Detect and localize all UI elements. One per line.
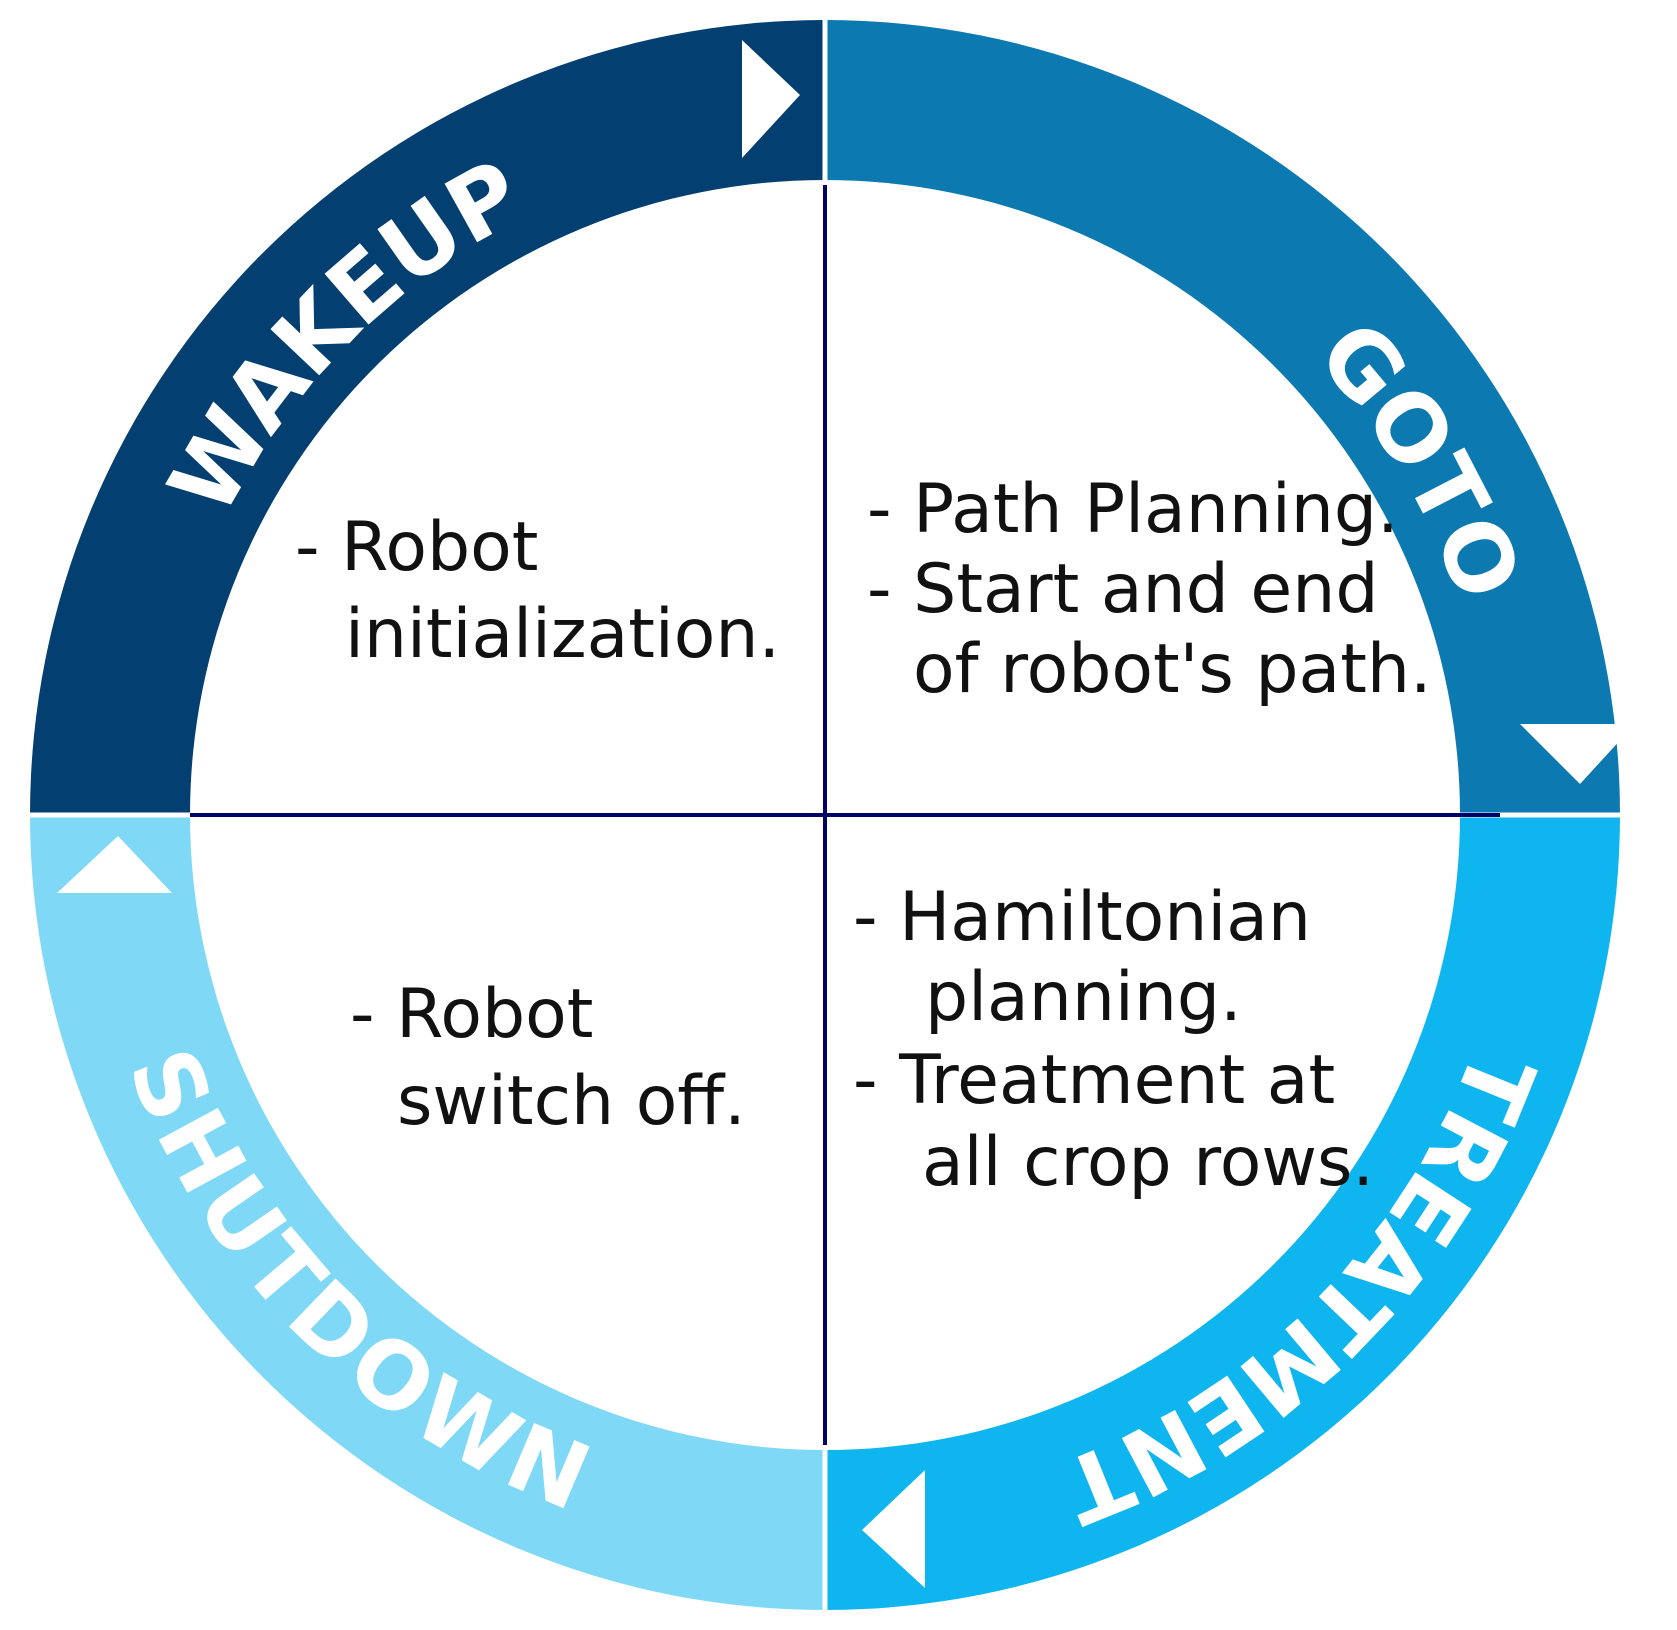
description-line: - Hamiltonian bbox=[853, 878, 1311, 957]
description-line: - Start and end bbox=[867, 550, 1379, 629]
treatment-description: - Hamiltonian planning. - Treatment at a… bbox=[853, 878, 1374, 1202]
wakeup-description: - Robot initialization. bbox=[295, 508, 780, 674]
arrow-right-icon bbox=[742, 40, 800, 158]
shutdown-description: - Robot switch off. bbox=[350, 975, 746, 1141]
shutdown-ring-segment bbox=[30, 815, 825, 1610]
description-line: - Robot bbox=[295, 508, 538, 587]
arrow-left-icon bbox=[862, 1470, 925, 1588]
description-line: all crop rows. bbox=[922, 1123, 1374, 1202]
description-line: - Treatment at bbox=[853, 1041, 1335, 1120]
goto-description: - Path Planning. - Start and end of robo… bbox=[867, 470, 1432, 709]
description-line: initialization. bbox=[345, 595, 780, 674]
description-line: of robot's path. bbox=[913, 630, 1432, 709]
description-line: - Path Planning. bbox=[867, 470, 1399, 549]
arrow-down-icon bbox=[1520, 724, 1635, 784]
description-line: switch off. bbox=[397, 1062, 746, 1141]
description-line: - Robot bbox=[350, 975, 593, 1054]
wakeup-ring-segment bbox=[30, 20, 825, 815]
arrow-up-icon bbox=[57, 836, 172, 893]
description-line: planning. bbox=[925, 958, 1242, 1037]
